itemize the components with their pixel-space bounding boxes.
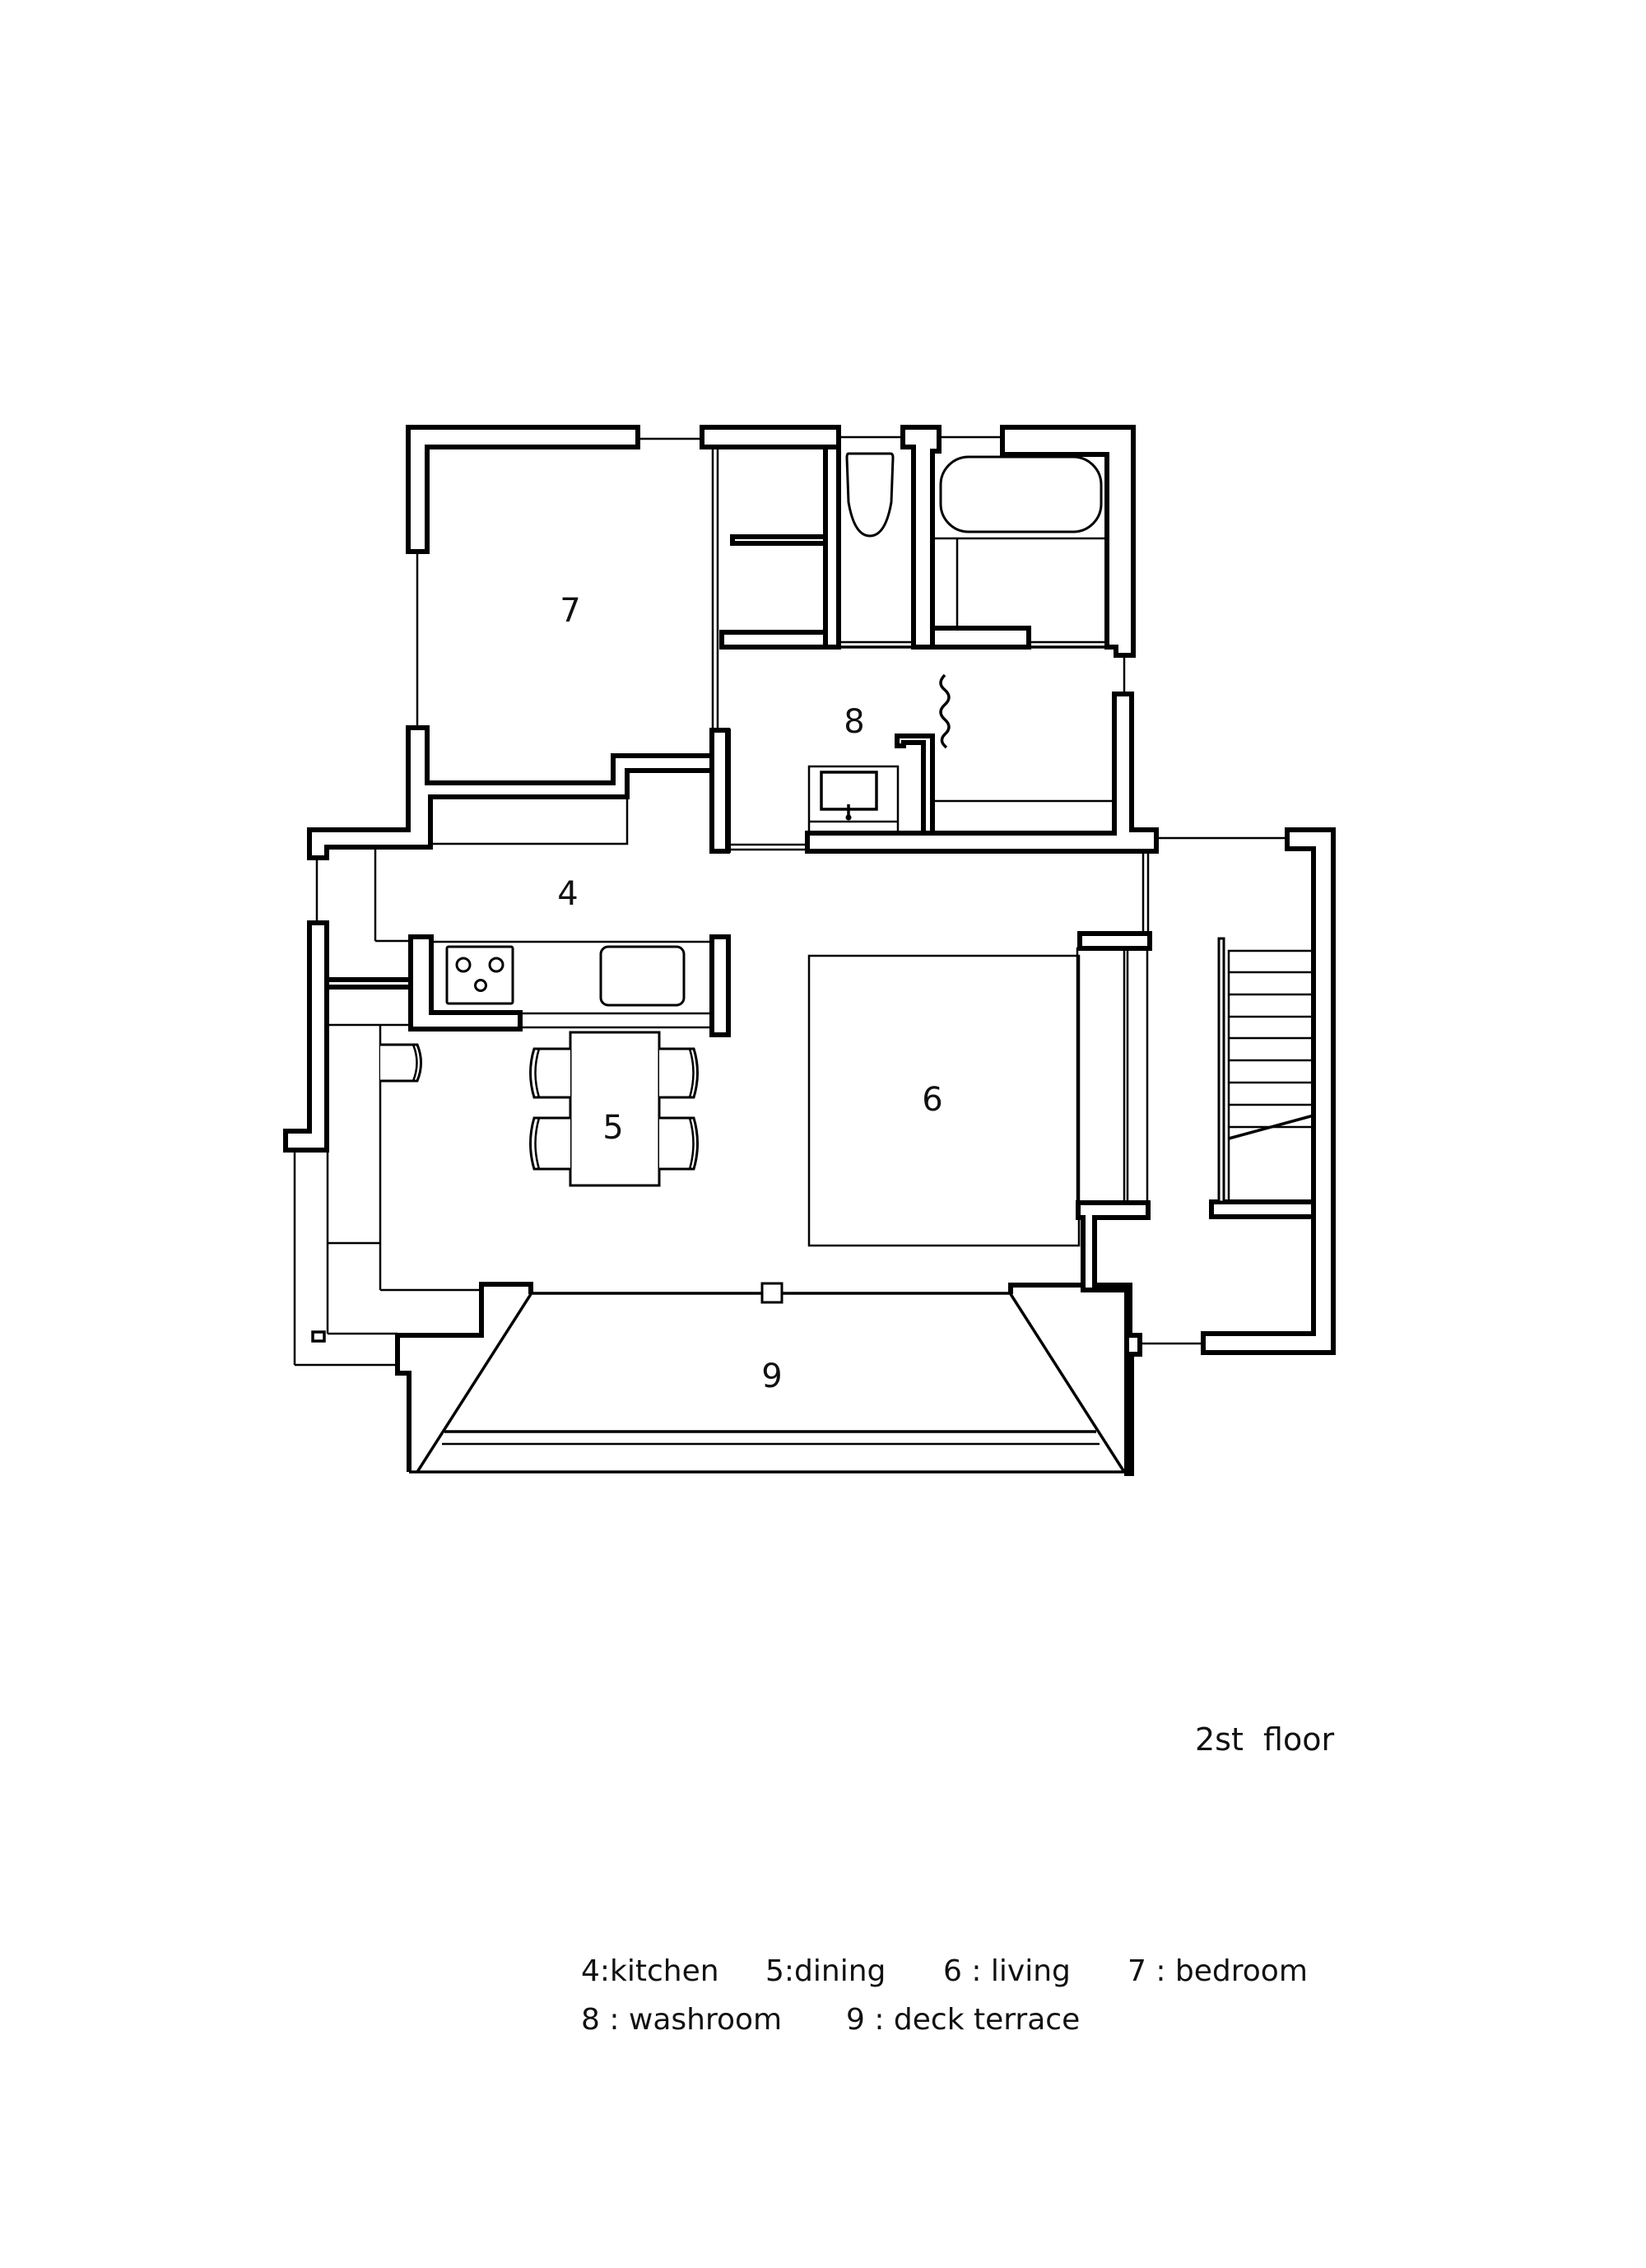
legend-item-kitchen: 4:kitchen: [581, 1954, 719, 1988]
legend-item-bedroom: 7 : bedroom: [1128, 1954, 1308, 1988]
legend-item-dining: 5:dining: [765, 1954, 886, 1988]
cooktop-icon: [445, 945, 514, 1005]
living-walls: [531, 851, 1152, 1476]
deck-terrace: [395, 1282, 1132, 1474]
room-number-deck-terrace: 9: [761, 1358, 782, 1395]
toilet-icon: [845, 452, 895, 538]
room-number-washroom: 8: [844, 703, 864, 741]
legend-line-1: 4:kitchen 5:dining 6 : living 7 : bedroo…: [581, 1957, 1308, 2105]
dining-table: [569, 1031, 661, 1187]
kitchen-sink-icon: [599, 945, 686, 1007]
dining-set: [380, 1031, 699, 1187]
bathtub-icon: [939, 455, 1103, 533]
bedroom-walls: [307, 425, 731, 860]
legend-item-washroom: 8 : washroom: [581, 2003, 783, 2037]
legend-item-living: 6 : living: [943, 1954, 1071, 1988]
room-number-kitchen: 4: [557, 875, 578, 913]
stair-walls: [1140, 827, 1336, 1355]
rug: [807, 954, 1081, 1247]
room-number-living: 6: [922, 1081, 942, 1119]
kitchen-walls: [283, 847, 731, 1367]
room-number-dining: 5: [602, 1109, 623, 1147]
legend-item-deck-terrace: 9 : deck terrace: [846, 2003, 1081, 2037]
washroom-walls: [709, 655, 1159, 854]
staircase-icon: [1227, 949, 1315, 1204]
bath-block-walls: [700, 425, 1136, 658]
legend-line-2: 8 : washroom 9 : deck terrace: [581, 2005, 1080, 2094]
room-number-bedroom: 7: [560, 592, 580, 630]
floor-label: 2st floor: [1195, 1721, 1335, 1758]
curtain-icon: [939, 673, 951, 749]
